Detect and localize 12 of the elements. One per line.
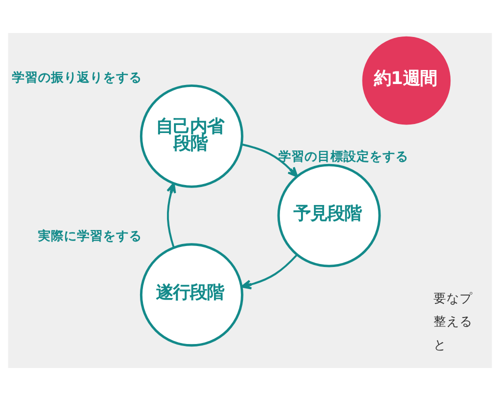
node-label: 学習の目標設定をする: [278, 148, 409, 164]
arrow: [240, 254, 298, 289]
node-circle: 自己内省段階: [140, 84, 244, 188]
node-circle: 約1週間: [362, 36, 451, 124]
label: と: [434, 336, 447, 352]
label: 要なプ: [434, 290, 473, 305]
node-label: 実際に学習をする: [38, 227, 142, 242]
arrow: [241, 142, 298, 177]
node-label: 学習の振り返りをする: [12, 68, 142, 84]
node-circle: 遂行段階: [140, 242, 244, 346]
label: 整える: [434, 313, 473, 328]
node-circle: 予見段階: [277, 163, 381, 267]
